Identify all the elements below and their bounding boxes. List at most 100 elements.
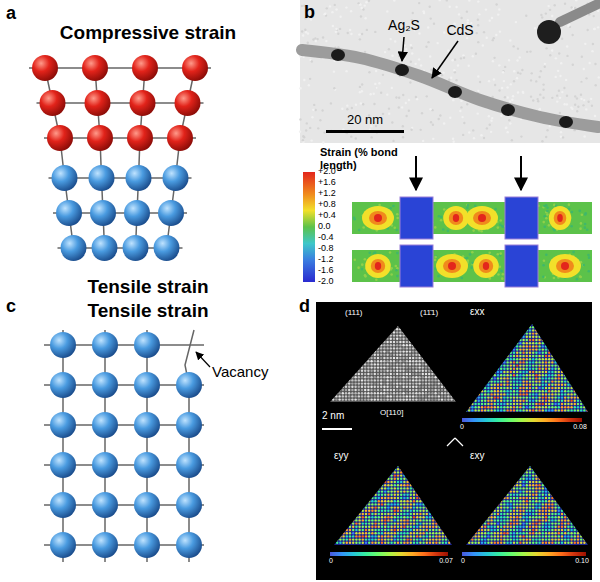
strain-speckle [357, 266, 360, 269]
lattice-dot [454, 392, 456, 394]
lattice-dot [345, 363, 347, 365]
lattice-dot [348, 370, 350, 372]
tem-noise [438, 118, 440, 120]
lattice-dot [348, 357, 350, 359]
lattice-dot [342, 347, 344, 349]
lattice-dot [510, 323, 512, 325]
lattice-dot [418, 392, 420, 394]
lattice-dot [409, 379, 411, 381]
lattice-dot [415, 357, 417, 359]
lattice-dot [338, 366, 340, 368]
tem-noise [495, 3, 497, 5]
lattice-dot [406, 398, 408, 400]
lattice-dot [535, 323, 537, 325]
lattice-dot [358, 386, 360, 388]
lattice-dot [361, 370, 363, 372]
lattice-dot [409, 334, 411, 336]
lattice-dot [418, 334, 420, 336]
lattice-dot [393, 395, 395, 397]
lattice-dot [332, 392, 334, 394]
lattice-dot [386, 379, 388, 381]
lattice-dot [412, 386, 414, 388]
lattice-dot [428, 338, 430, 340]
tem-noise [541, 140, 543, 142]
strain-speckle [501, 277, 504, 280]
strain-speckle [543, 205, 546, 208]
lattice-dot [390, 338, 392, 340]
lattice-dot [383, 398, 385, 400]
strain-speckle [440, 216, 443, 219]
tem-noise [410, 47, 412, 49]
lattice-dot [412, 389, 414, 391]
tem-noise [475, 53, 477, 55]
lattice-dot [377, 392, 379, 394]
lattice-dot [409, 357, 411, 359]
lattice-dot [370, 334, 372, 336]
lattice-dot [367, 325, 369, 327]
lattice-dot [345, 331, 347, 333]
leader-arrow [432, 41, 458, 78]
strain-speckle [358, 229, 361, 232]
lattice-dot [377, 379, 379, 381]
tem-noise [503, 80, 505, 82]
lattice-dot [422, 360, 424, 362]
lattice-dot [374, 331, 376, 333]
lattice-dot [447, 392, 449, 394]
lattice-dot [409, 366, 411, 368]
tem-noise [334, 4, 336, 6]
lattice-dot [406, 357, 408, 359]
tem-noise [307, 42, 309, 44]
lattice-dot [342, 325, 344, 327]
lattice-dot [399, 328, 401, 330]
tem-noise [549, 54, 551, 56]
lattice-dot [329, 373, 331, 375]
tem-noise [517, 72, 519, 74]
lattice-dot [370, 392, 372, 394]
strain-speckle [582, 264, 585, 267]
tem-noise [532, 99, 534, 101]
tem-noise [322, 36, 324, 38]
lattice-dot [406, 392, 408, 394]
lattice-dot [450, 379, 452, 381]
tem-noise [489, 19, 491, 21]
tem-noise [544, 63, 546, 65]
atom [175, 90, 201, 116]
lattice-dot [418, 379, 420, 381]
lattice-dot [428, 354, 430, 356]
tem-noise [522, 91, 524, 93]
tem-noise [583, 99, 585, 101]
tem-noise [491, 17, 493, 19]
tem-noise [431, 109, 433, 111]
lattice-dot [422, 325, 424, 327]
lattice-dot [415, 386, 417, 388]
map-ground [330, 326, 456, 402]
lattice-dot [335, 334, 337, 336]
lattice-dot [428, 328, 430, 330]
tem-noise [316, 38, 318, 40]
lattice-dot [345, 370, 347, 372]
tem-noise [570, 6, 572, 8]
tem-noise [492, 60, 494, 62]
lattice-dot [383, 347, 385, 349]
tem-noise [378, 82, 380, 84]
lattice-dot [434, 347, 436, 349]
tem-noise [388, 48, 390, 50]
tem-noise [597, 10, 599, 12]
lattice-dot [358, 373, 360, 375]
tem-noise [483, 137, 485, 139]
lattice-dot [487, 323, 489, 325]
lattice-dot [415, 382, 417, 384]
lattice-dot [396, 334, 398, 336]
lattice-dot [526, 326, 528, 328]
lattice-dot [412, 344, 414, 346]
atom [56, 200, 82, 226]
tem-noise [408, 99, 410, 101]
tem-noise [582, 104, 584, 106]
tem-noise [345, 70, 347, 72]
lattice-dot [415, 341, 417, 343]
tem-noise [364, 17, 366, 19]
lattice-dot [329, 360, 331, 362]
tem-noise [361, 33, 363, 35]
lattice-dot [438, 395, 440, 397]
lattice-dot [570, 323, 572, 325]
